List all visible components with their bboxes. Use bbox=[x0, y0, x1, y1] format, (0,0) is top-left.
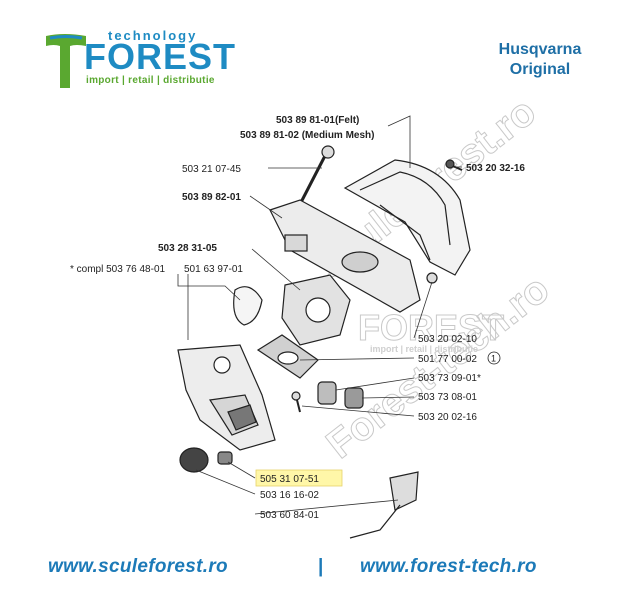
part-label-p7: * compl 503 76 48-01 bbox=[70, 264, 166, 275]
part-drawings bbox=[177, 145, 471, 539]
logo-tagline: import | retail | distributie bbox=[86, 75, 215, 86]
watermark-site-2: Forest-tech.ro bbox=[318, 267, 557, 467]
brand-line-2: Original bbox=[509, 61, 571, 78]
part-label-p2: 503 89 81-02 (Medium Mesh) bbox=[240, 130, 375, 141]
circled-mark-circle bbox=[487, 351, 501, 365]
primer-bulb-drawing bbox=[233, 286, 263, 326]
boot-0901-drawing bbox=[317, 381, 337, 405]
nipple-drawing bbox=[217, 451, 233, 465]
watermark-center: FOREST bbox=[358, 307, 504, 348]
hose-coupling-drawing bbox=[179, 447, 209, 473]
part-label-p10: 501 77 00-02 bbox=[418, 354, 477, 365]
part-label-p11: 503 73 09-01* bbox=[418, 373, 481, 384]
part-label-p8: 501 63 97-01 bbox=[184, 264, 243, 275]
brand-line-1: Husqvarna bbox=[498, 41, 582, 58]
brand-label: Husqvarna Original bbox=[480, 40, 600, 80]
part-label-p15: 503 16 16-02 bbox=[260, 490, 319, 501]
watermark-center-sub: import | retail | distributie bbox=[370, 344, 478, 354]
part-label-p3: 503 21 07-45 bbox=[182, 164, 241, 175]
logo-forest-text: FOREST bbox=[84, 36, 237, 77]
logo-t-icon bbox=[46, 34, 86, 88]
part-label-p5: 503 89 82-01 bbox=[182, 192, 241, 203]
part-labels: 503 89 81-01(Felt) 503 89 81-02 (Medium … bbox=[70, 115, 525, 521]
footer-link-forest-tech[interactable]: www.forest-tech.ro bbox=[360, 556, 537, 577]
boot-0801-drawing bbox=[344, 387, 364, 409]
throttle-cable-drawing bbox=[389, 471, 419, 511]
air-filter-cover-drawing bbox=[343, 159, 471, 276]
part-label-p16: 503 60 84-01 bbox=[260, 510, 319, 521]
highlight-box bbox=[255, 469, 343, 487]
hose-drawing bbox=[227, 404, 257, 431]
leader-lines bbox=[177, 115, 462, 515]
footer-separator: | bbox=[318, 556, 324, 577]
part-label-p4: 503 20 32-16 bbox=[466, 163, 525, 174]
part-label-p6: 503 28 31-05 bbox=[158, 243, 217, 254]
footer-link-sculeforest[interactable]: www.sculeforest.ro bbox=[48, 556, 228, 577]
logo-technology-text: technology bbox=[108, 28, 198, 43]
part-label-p9: 503 20 02-10 bbox=[418, 334, 477, 345]
part-label-p13: 503 20 02-16 bbox=[418, 412, 477, 423]
part-label-p12: 503 73 08-01 bbox=[418, 392, 477, 403]
part-label-p14: 505 31 07-51 bbox=[260, 474, 319, 485]
part-label-p1: 503 89 81-01(Felt) bbox=[276, 115, 359, 126]
company-logo: technology FOREST import | retail | dist… bbox=[44, 28, 235, 92]
screw-0210-drawing bbox=[426, 272, 438, 284]
circled-mark: 1 bbox=[491, 354, 496, 364]
